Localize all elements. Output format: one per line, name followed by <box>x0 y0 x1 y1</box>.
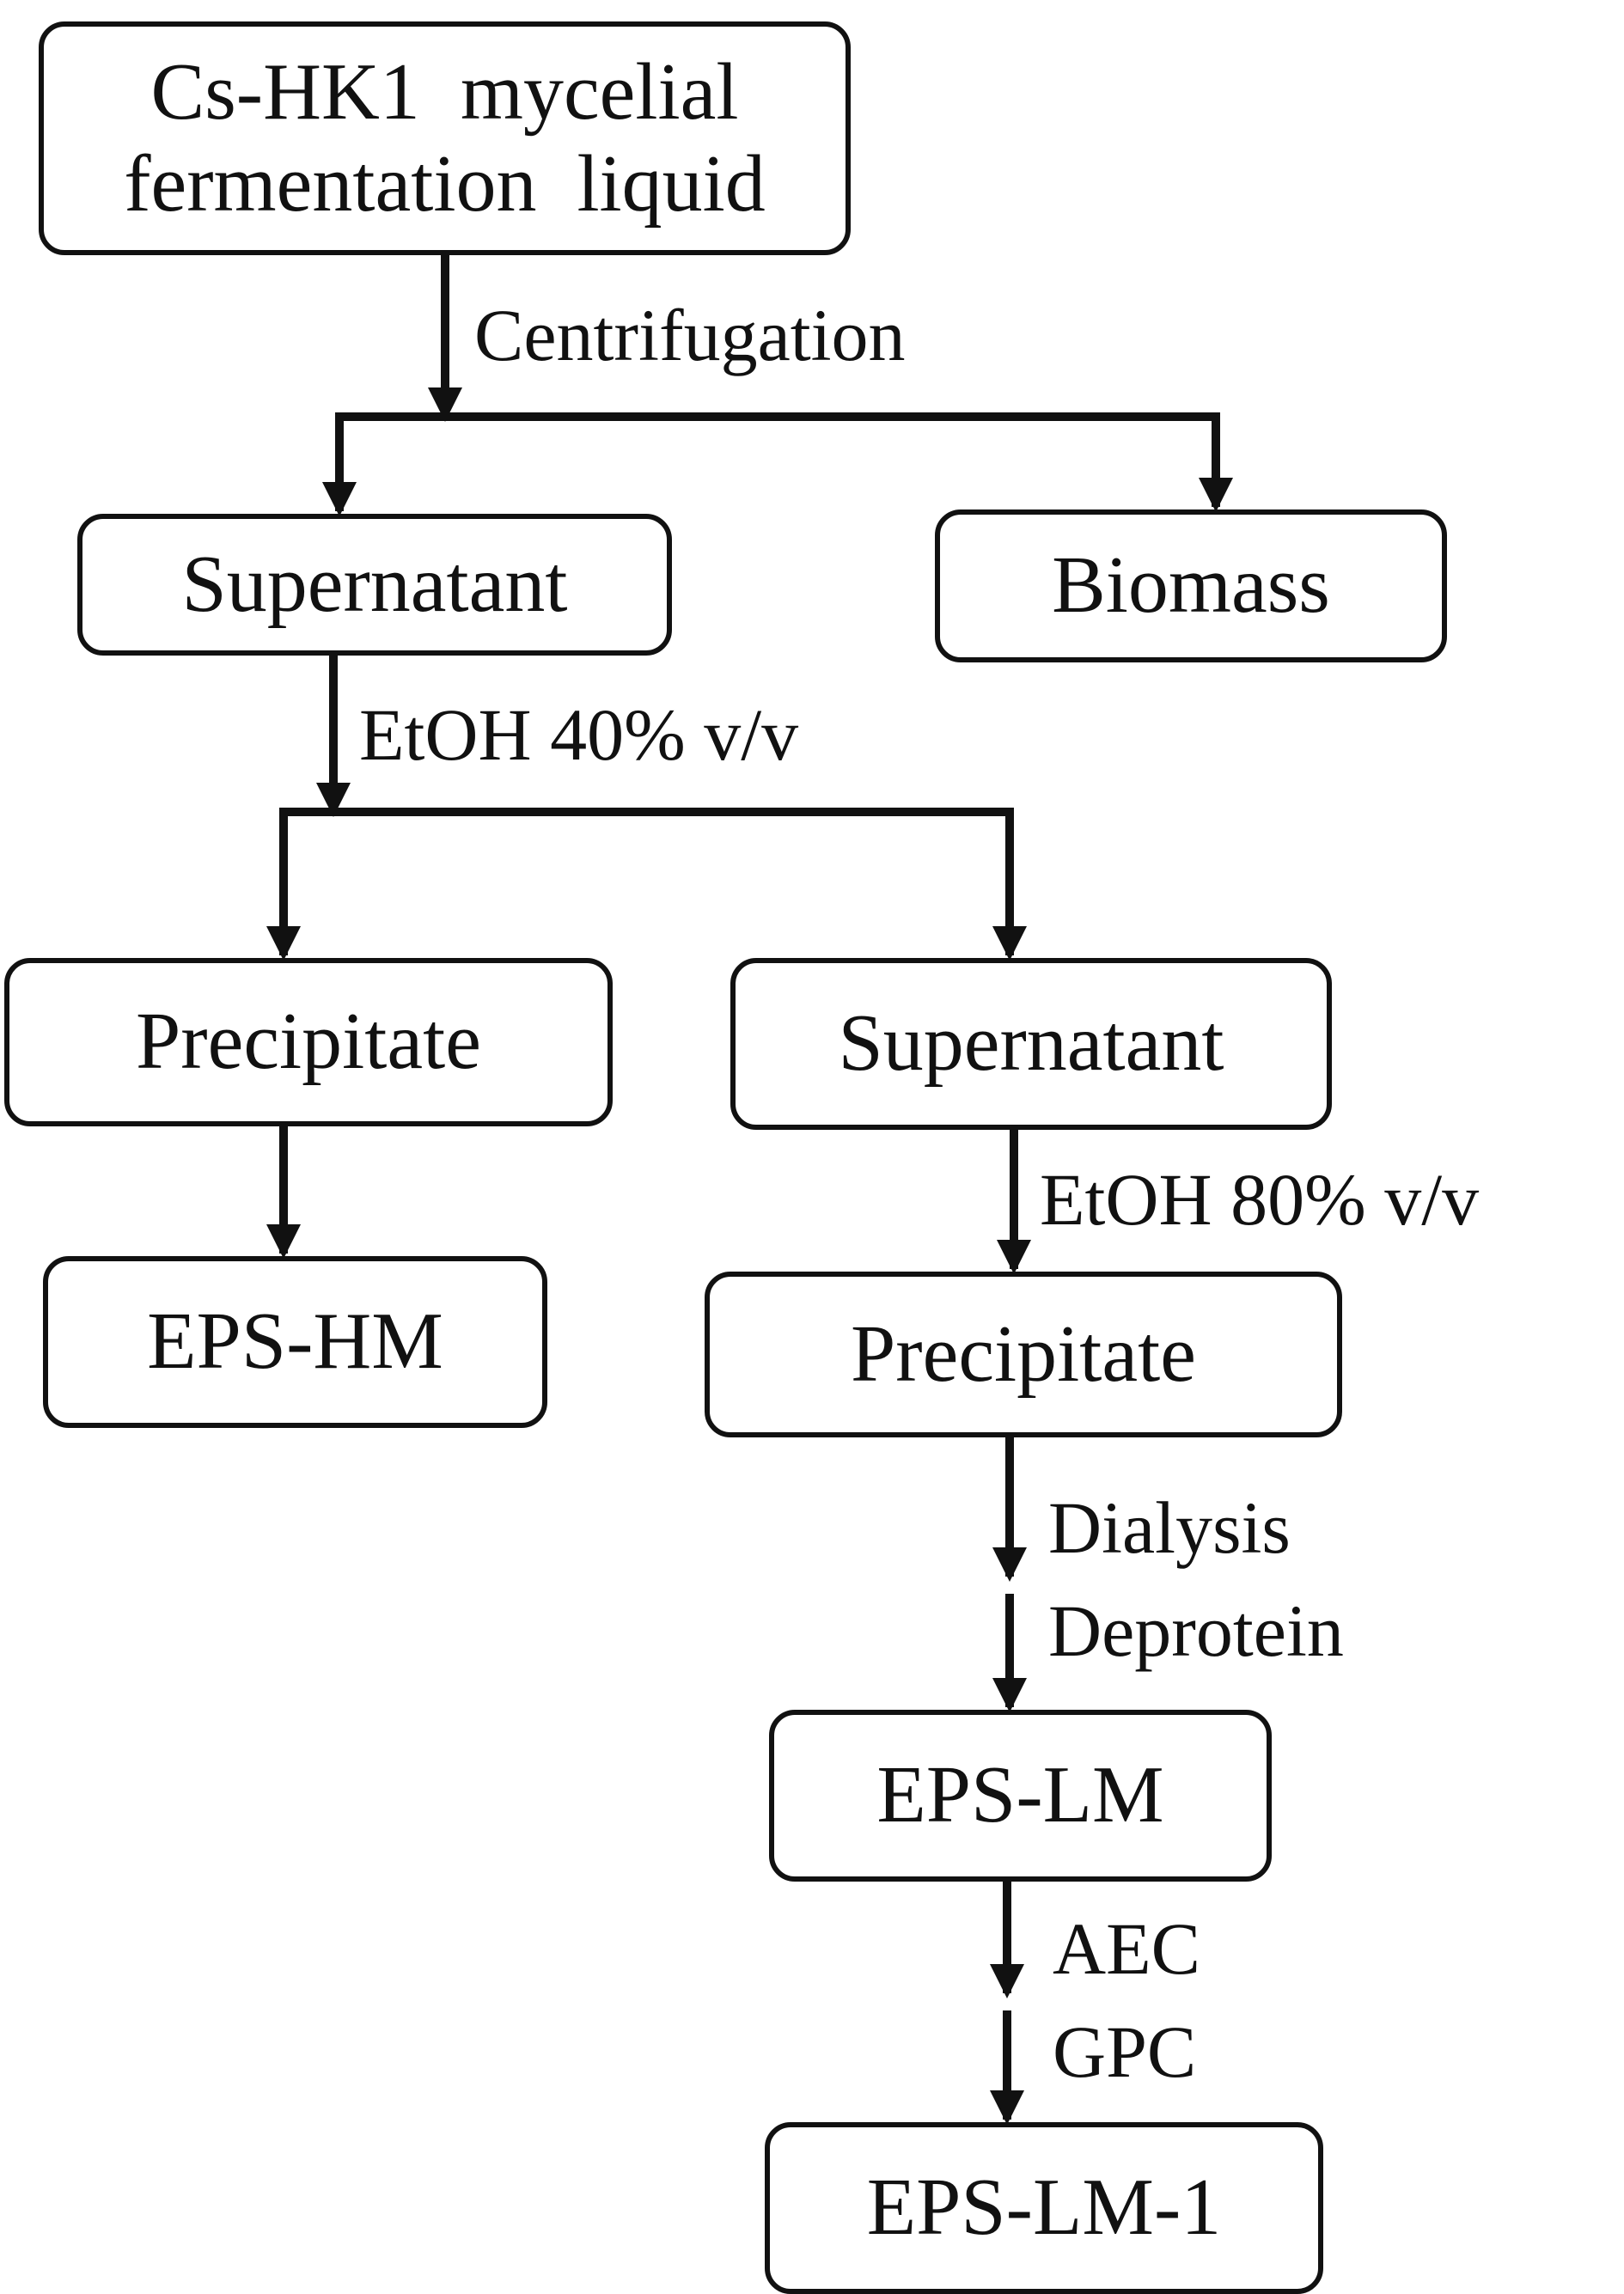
split-line-centrifugation <box>335 412 1220 511</box>
eps-lm-label: EPS-LM <box>876 1750 1164 1840</box>
precipitate-2-label: Precipitate <box>851 1309 1196 1399</box>
eps-lm-box: EPS-LM <box>769 1710 1272 1882</box>
source-node-box: Cs-HK1 mycelial fermentation liquid <box>39 21 851 255</box>
step-etoh-40-label: EtOH 40% v/v <box>359 693 799 776</box>
step-deprotein-label: Deprotein <box>1048 1589 1344 1672</box>
eps-hm-box: EPS-HM <box>43 1256 547 1428</box>
eps-hm-label: EPS-HM <box>147 1296 443 1387</box>
supernatant-2-box: Supernatant <box>730 958 1332 1130</box>
biomass-box: Biomass <box>935 509 1447 662</box>
source-node-line2: fermentation liquid <box>124 139 766 229</box>
source-node-line1: Cs-HK1 mycelial <box>150 46 739 137</box>
eps-lm-1-label: EPS-LM-1 <box>866 2163 1222 2253</box>
step-gpc-label: GPC <box>1053 2010 1197 2093</box>
supernatant-1-box: Supernatant <box>77 514 672 656</box>
biomass-label: Biomass <box>1052 540 1330 631</box>
split-line-etoh40 <box>279 808 1014 955</box>
precipitate-1-label: Precipitate <box>136 997 481 1087</box>
supernatant-2-label: Supernatant <box>838 998 1224 1089</box>
supernatant-1-label: Supernatant <box>181 539 568 629</box>
step-dialysis-label: Dialysis <box>1048 1486 1291 1569</box>
eps-lm-1-box: EPS-LM-1 <box>765 2122 1323 2294</box>
precipitate-1-box: Precipitate <box>4 958 613 1126</box>
precipitate-2-box: Precipitate <box>705 1272 1342 1437</box>
step-aec-label: AEC <box>1053 1907 1200 1990</box>
step-centrifugation-label: Centrifugation <box>474 294 906 376</box>
step-etoh-80-label: EtOH 80% v/v <box>1040 1158 1480 1241</box>
